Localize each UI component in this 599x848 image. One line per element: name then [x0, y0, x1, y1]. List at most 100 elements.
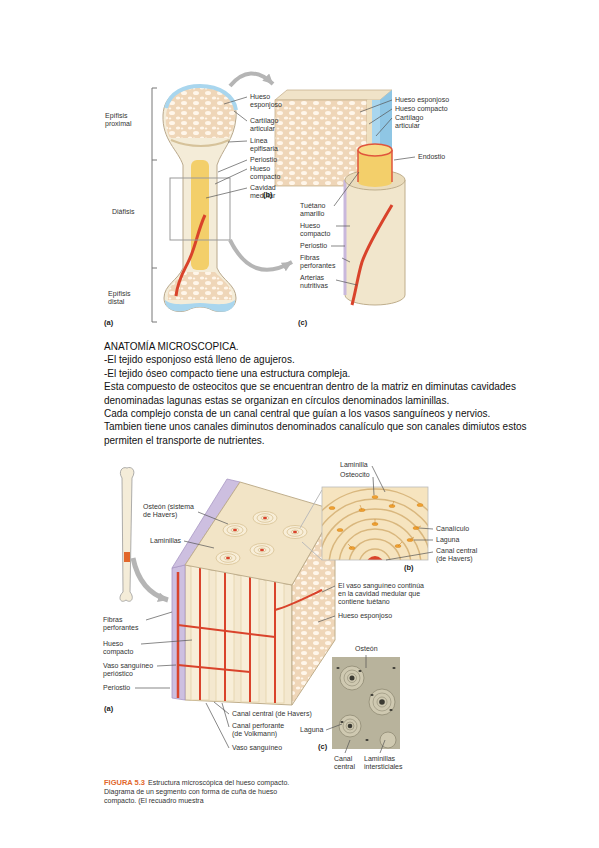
micrograph [373, 693, 391, 711]
part-label: Osteocito [340, 471, 370, 479]
compact-bone-wedge [287, 528, 303, 537]
part-label: Línea epifisaria [250, 137, 284, 153]
part-label: Vaso sanguíneo [232, 744, 282, 752]
compact-bone-wedge [258, 548, 266, 552]
osteon-inset [322, 489, 428, 560]
leader-line [326, 724, 342, 730]
leader-line [146, 612, 172, 620]
micrograph [380, 732, 396, 748]
compact-bone-wedge [177, 572, 180, 698]
leader-line [218, 160, 247, 172]
leader-line [366, 655, 367, 668]
leader-line [318, 616, 335, 622]
region-bracket [152, 88, 157, 322]
compact-bone-wedge [224, 556, 232, 560]
leader-line [342, 258, 350, 262]
compact-bone-wedge [250, 544, 274, 557]
zoom-callout [300, 490, 322, 560]
part-label: Osteón (sistema de Havers) [143, 503, 201, 519]
compact-bone-wedge [185, 565, 292, 705]
micrograph [358, 670, 361, 672]
part-label: Periostio [300, 242, 327, 250]
small-bone [124, 552, 130, 562]
micrograph [348, 724, 353, 729]
osteon-inset [372, 495, 378, 498]
leader-line [157, 665, 176, 666]
compact-bone-wedge [231, 528, 239, 532]
region-label: Diáfisis [112, 208, 135, 216]
micrograph [340, 721, 343, 723]
compact-bone-wedge [293, 531, 297, 533]
body-text: -El tejido óseo compacto tiene una estru… [104, 367, 529, 380]
spongy-block [275, 90, 392, 100]
osteon-inset [359, 549, 391, 560]
part-label: Laminillas [150, 537, 181, 545]
body-text: -El tejido esponjoso está lleno de aguje… [104, 353, 529, 366]
micrograph [332, 657, 400, 749]
osteon-inset [349, 539, 401, 560]
shaft-section [345, 180, 405, 305]
panel-letter: (b) [263, 190, 273, 199]
panel-letter: (c) [318, 742, 327, 751]
long-bone [166, 86, 236, 110]
osteon-inset [348, 501, 421, 548]
compact-bone-wedge [275, 590, 322, 610]
shaft-section [358, 144, 392, 156]
part-label: Canal central [334, 755, 358, 771]
compact-bone-wedge [283, 526, 307, 539]
part-label: Hueso esponjoso [338, 612, 392, 620]
leader-line [135, 688, 170, 689]
leader-line [376, 118, 392, 136]
osteon-inset [417, 503, 423, 506]
leader-line [334, 172, 359, 206]
leader-line [360, 100, 392, 112]
region-label: Epífisis proximal [105, 112, 139, 128]
part-label: Laminillas intersticiales [364, 755, 406, 771]
part-label: Vaso sanguíneo perióstico [103, 662, 155, 678]
panel-letter: (a) [104, 318, 113, 327]
compact-bone-wedge [220, 554, 236, 563]
part-label: Hueso compacto [395, 105, 448, 113]
leader-line [224, 97, 247, 104]
micrograph [344, 670, 360, 686]
region-label: Epífisis distal [108, 290, 142, 306]
micrograph [365, 739, 368, 741]
osteon-inset [322, 487, 428, 560]
osteon-inset [329, 495, 423, 549]
leader-line [206, 703, 229, 748]
micrograph [339, 715, 361, 737]
leader-line [228, 141, 247, 142]
body-text: Esta compuesto de osteocitos que se encu… [104, 380, 529, 407]
part-label: Cartílago articular [250, 117, 284, 133]
compact-bone-wedge [261, 516, 269, 520]
leader-line [322, 586, 335, 592]
zoom-callout [300, 490, 322, 560]
part-label: Hueso compacto [300, 222, 334, 238]
shaft-section [352, 205, 392, 305]
part-label: Laminilla [340, 461, 368, 469]
part-label: Arterias nutritivas [300, 274, 340, 290]
compact-bone-wedge [233, 529, 237, 531]
part-label: Hueso esponjoso [250, 93, 284, 109]
region-bracket [152, 88, 157, 322]
leader-line [419, 528, 433, 529]
compact-bone-wedge [254, 546, 270, 555]
part-label: Canal perforante (de Volkmann) [232, 722, 292, 738]
spongy-block [275, 90, 392, 186]
small-bone [120, 467, 134, 601]
micrograph [379, 699, 385, 705]
micrograph [389, 709, 392, 711]
leader-line [198, 512, 228, 524]
part-label: Hueso esponjoso [395, 96, 449, 104]
compact-bone-wedge [291, 530, 299, 534]
part-label: Laguna [300, 726, 323, 734]
compact-bone-wedge [178, 625, 275, 672]
leader-line [206, 188, 247, 198]
leader-line [215, 169, 247, 184]
leader-line [336, 226, 350, 227]
osteon-inset [348, 501, 421, 548]
long-bone [191, 160, 209, 270]
leader-line [206, 97, 247, 198]
leader-line [345, 740, 350, 753]
